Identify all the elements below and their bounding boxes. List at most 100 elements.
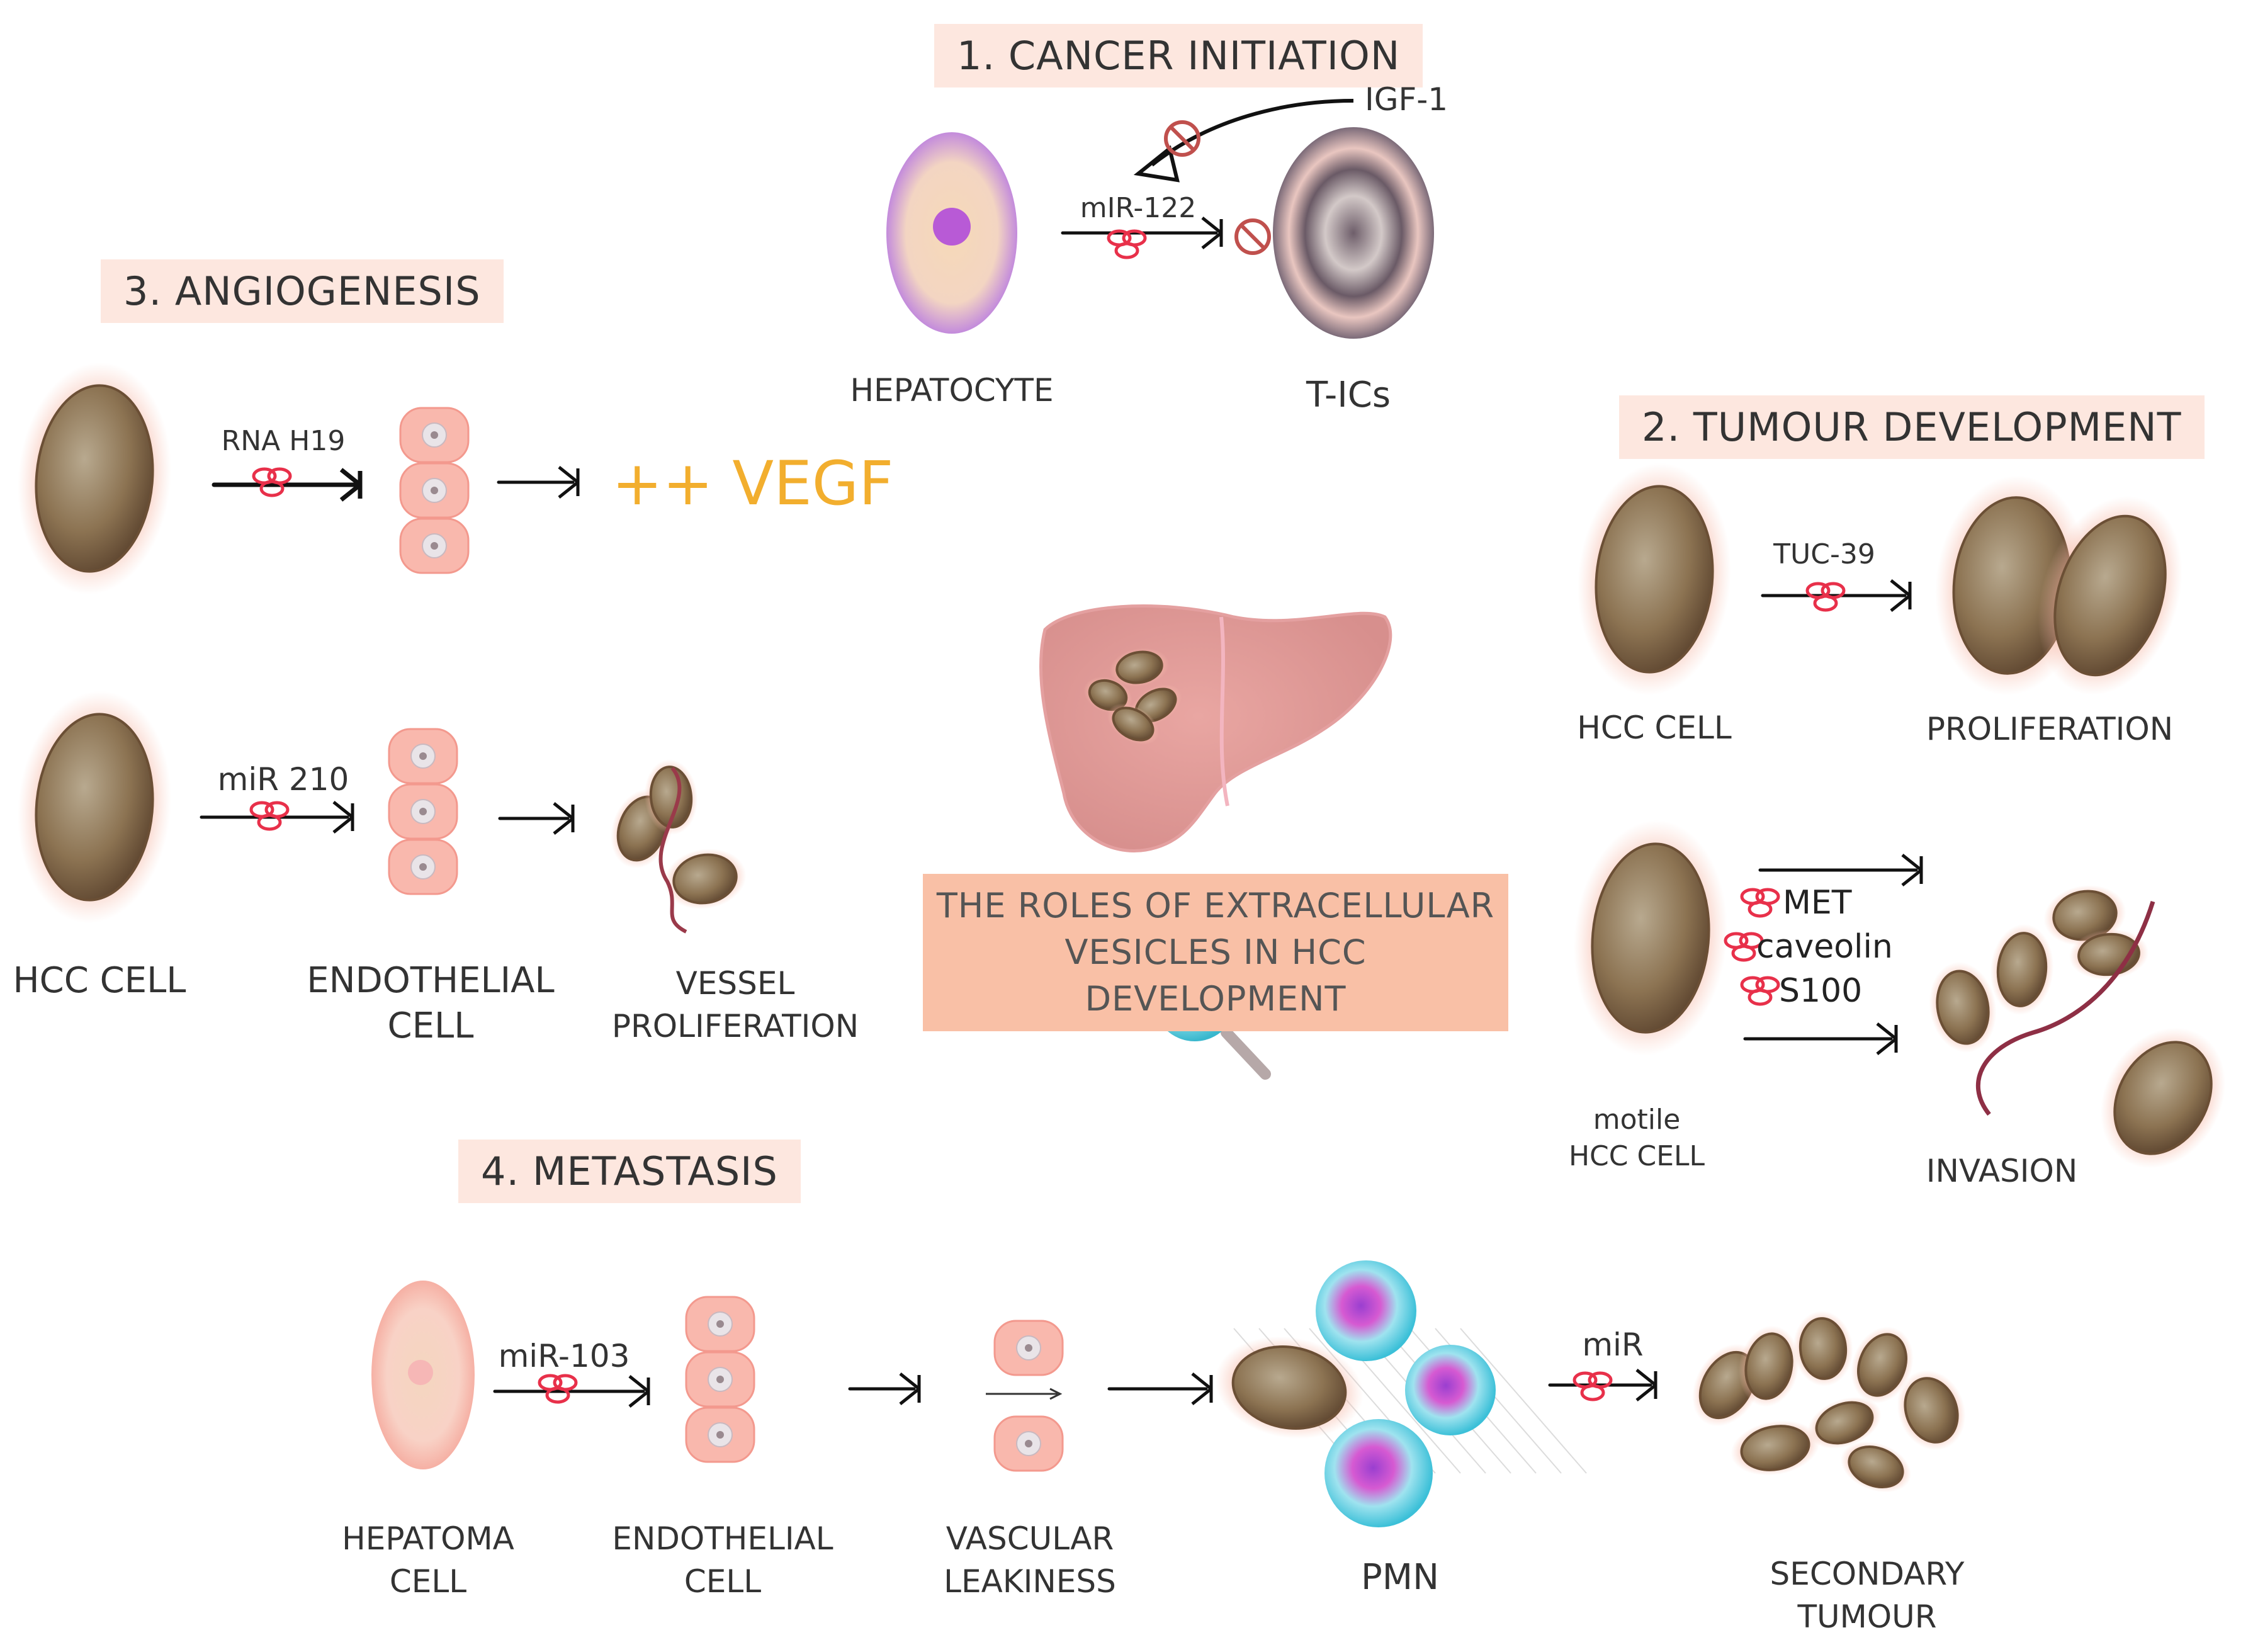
endothelial-angio-1	[399, 407, 470, 574]
arrow-mir103	[493, 1375, 650, 1408]
secondary-cell-6-core	[1740, 1425, 1810, 1471]
endothelial-angio-2-nucleolus	[419, 863, 427, 871]
section-tumour-development: 2. TUMOUR DEVELOPMENT	[1619, 395, 2205, 459]
pmn-cell-2	[1405, 1345, 1496, 1435]
magnifier-handle	[1221, 1027, 1271, 1080]
label-proliferation: PROLIFERATION	[1926, 711, 2174, 747]
vessel-cell-c	[663, 848, 747, 910]
vesicle-icon-mir210-loop	[257, 813, 282, 831]
secondary-cell-3-core	[1798, 1317, 1848, 1380]
invasion-cell-1-core	[1936, 970, 1990, 1045]
label-motile-line2: HCC CELL	[1568, 1140, 1705, 1172]
invasion-cell-2	[1990, 924, 2054, 1016]
section-angiogenesis: 3. ANGIOGENESIS	[101, 259, 504, 323]
liver-tumour-4-core	[1112, 706, 1155, 742]
endothelial-angio-1-nucleolus	[431, 542, 438, 550]
inhibit-icon-tics-ring	[1234, 218, 1271, 255]
endothelial-meta	[685, 1296, 755, 1463]
label-vascular-leakiness: VASCULAR LEAKINESS	[944, 1517, 1116, 1603]
label-endothelial-meta-line2: CELL	[684, 1563, 762, 1600]
inhibit-icon-igf	[1164, 120, 1200, 157]
liver-tumour-4	[1107, 703, 1160, 745]
liver-tumour-1-core	[1115, 650, 1163, 684]
label-hcc-cell-tumour: HCC CELL	[1577, 710, 1732, 746]
vesicle-icon-mir210	[249, 801, 290, 831]
vesicle-icon-tuc39-loop	[1813, 594, 1838, 612]
label-met: MET	[1783, 884, 1852, 922]
vesicle-icon-mir122-loop	[1114, 242, 1139, 259]
secondary-cell-5-core	[1904, 1377, 1959, 1444]
vesicle-icon-met-loop	[1748, 900, 1773, 918]
label-endothelial-line2: CELL	[387, 1005, 474, 1046]
invasion-cell-5	[2100, 1027, 2226, 1168]
label-igf1: IGF-1	[1365, 81, 1448, 118]
section-metastasis: 4. METASTASIS	[458, 1140, 801, 1203]
vesicle-icon-rna-h19	[252, 467, 292, 497]
label-vascular-line2: LEAKINESS	[944, 1563, 1116, 1600]
label-motile-line1: motile	[1593, 1104, 1681, 1136]
pmn-hcc-cell	[1215, 1336, 1364, 1439]
pmn-cell-1	[1316, 1260, 1416, 1361]
label-pmn: PMN	[1361, 1557, 1439, 1598]
secondary-cell-8-core	[1848, 1445, 1904, 1488]
tic-cell	[1273, 127, 1434, 339]
vesicle-icon-mir122	[1107, 229, 1147, 259]
label-mir: miR	[1582, 1327, 1644, 1363]
section-cancer-initiation: 1. CANCER INITIATION	[934, 24, 1423, 88]
label-invasion: INVASION	[1926, 1153, 2078, 1189]
vessel-cell-b	[644, 759, 698, 835]
label-motile-hcc: motile HCC CELL	[1569, 1102, 1705, 1175]
vesicle-icon-tuc39	[1805, 582, 1846, 612]
label-vessel-proliferation: VESSEL PROLIFERATION	[612, 962, 859, 1048]
arrow-motile-bottom	[1743, 1022, 1898, 1055]
label-endothelial-meta: ENDOTHELIAL CELL	[612, 1517, 833, 1603]
center-title-line1: THE ROLES OF EXTRACELLULAR	[936, 886, 1495, 925]
igf-arrow-curve	[1151, 99, 1354, 167]
endothelial-angio-2-nucleolus	[419, 752, 427, 760]
label-hepatocyte: HEPATOCYTE	[850, 372, 1054, 409]
label-tuc39: TUC-39	[1773, 538, 1875, 570]
label-mir122: mIR-122	[1080, 192, 1197, 224]
label-tics: T-ICs	[1306, 375, 1391, 416]
secondary-cell-7	[1807, 1397, 1882, 1449]
vesicle-icon-mir	[1573, 1371, 1613, 1401]
invasion-cell-1	[1929, 962, 1997, 1053]
label-vessel-line2: PROLIFERATION	[611, 1008, 859, 1044]
vesicle-icon-rna-h19-loop	[259, 480, 285, 497]
pmn-mesh-line	[1460, 1328, 1587, 1474]
endothelial-meta-nucleolus	[716, 1320, 724, 1328]
secondary-cell-2	[1738, 1325, 1800, 1407]
label-hepatoma-line2: CELL	[389, 1563, 467, 1600]
hcc-cell-motile-core	[1591, 842, 1710, 1034]
secondary-cell-8	[1840, 1441, 1912, 1493]
endothelial-angio-1-nucleolus	[431, 487, 438, 494]
label-mir103: miR-103	[498, 1338, 630, 1374]
vesicle-icon-mir103	[538, 1374, 578, 1404]
hcc-cell-angio-2	[17, 691, 172, 924]
vesicle-icon-s100	[1740, 976, 1780, 1006]
endothelial-meta-nucleolus	[716, 1376, 724, 1383]
hcc-cell-tumour	[1577, 463, 1732, 696]
vesicle-icon-s100-loop	[1748, 988, 1773, 1006]
arrow-to-leakiness	[848, 1372, 921, 1405]
vesicle-icon-met	[1740, 888, 1780, 918]
arrow-to-vessel	[498, 802, 575, 835]
label-hepatoma-cell: HEPATOMA CELL	[342, 1517, 514, 1603]
arrow-to-vegf	[497, 466, 580, 499]
invasion-vessel	[1976, 900, 2155, 1116]
arrow-to-pmn	[1107, 1372, 1213, 1405]
secondary-cell-6	[1731, 1420, 1820, 1476]
leak-cell-top-nucleolus	[1025, 1344, 1032, 1352]
liver-tumour-2-core	[1088, 679, 1128, 711]
arrow-rna-h19	[212, 468, 363, 502]
liver-ligament	[1219, 616, 1229, 806]
invasion-cell-2-core	[1996, 932, 2048, 1007]
center-title-line2: VESICLES IN HCC DEVELOPMENT	[1064, 932, 1367, 1019]
secondary-cell-5	[1897, 1370, 1966, 1451]
hcc-cell-angio-1-core	[35, 384, 154, 573]
endothelial-angio-1-nucleolus	[431, 431, 438, 439]
hcc-cell-angio-2-core	[35, 713, 154, 902]
label-endothelial-angio: ENDOTHELIAL CELL	[307, 958, 554, 1049]
secondary-cell-2-core	[1744, 1332, 1793, 1400]
